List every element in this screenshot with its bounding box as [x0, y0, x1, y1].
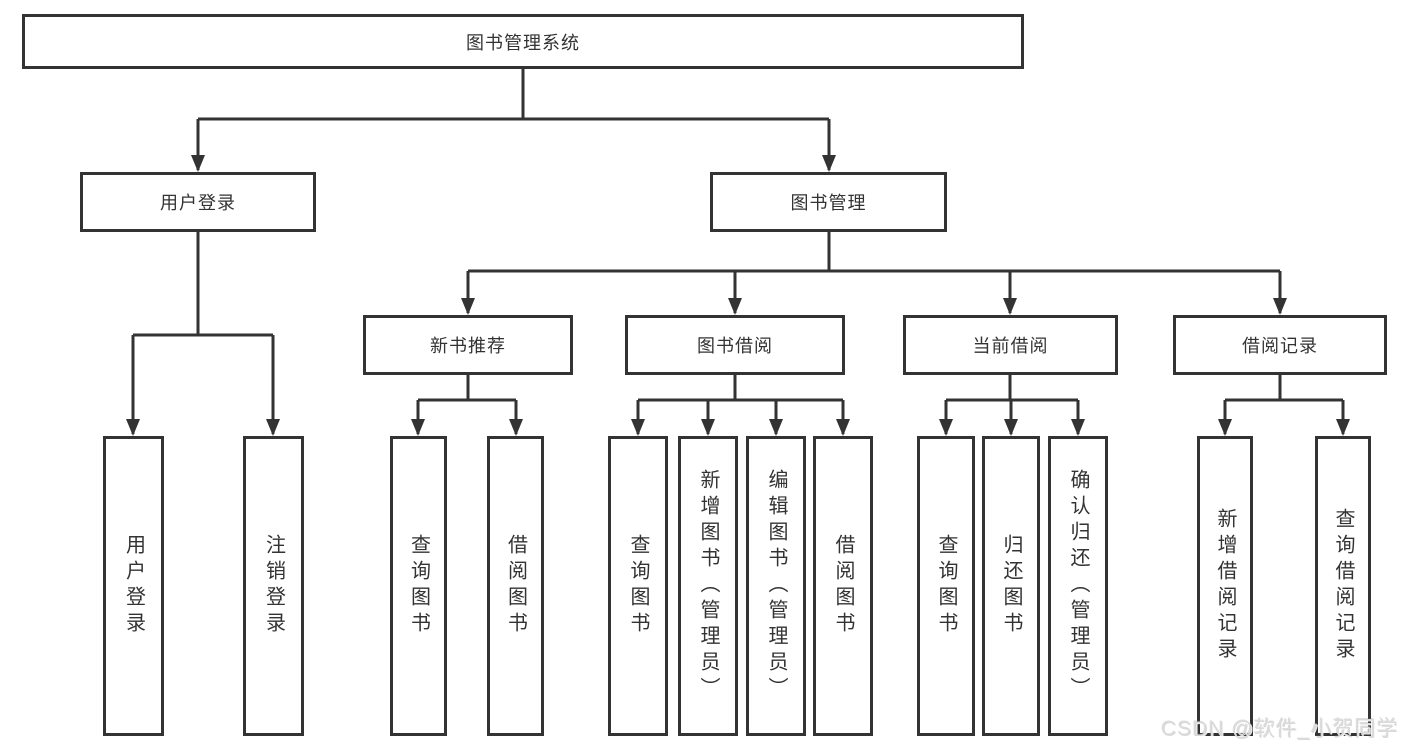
node-user-login-label: 用户登录 [160, 193, 236, 213]
node-user-login: 用户登录 [80, 172, 316, 232]
leaf-borrow-books-1: 借阅图书 [487, 436, 544, 736]
leaf-logout-label: 注销登录 [262, 534, 285, 638]
root-node-label: 图书管理系统 [466, 32, 580, 53]
leaf-query-borrow-record-label: 查询借阅记录 [1332, 508, 1354, 664]
leaf-query-borrow-record: 查询借阅记录 [1315, 436, 1371, 736]
leaf-add-borrow-record-label: 新增借阅记录 [1214, 508, 1236, 664]
node-book-borrowing-label: 图书借阅 [697, 336, 773, 356]
leaf-query-books-2-label: 查询图书 [627, 534, 649, 638]
leaf-borrow-books-2: 借阅图书 [813, 436, 873, 736]
leaf-query-books-1: 查询图书 [390, 436, 447, 736]
leaf-borrow-books-1-label: 借阅图书 [504, 534, 527, 638]
node-new-book-recommend-label: 新书推荐 [430, 336, 506, 356]
leaf-logout: 注销登录 [243, 436, 304, 736]
node-borrowing-records: 借阅记录 [1173, 315, 1387, 375]
leaf-user-login-label: 用户登录 [122, 534, 145, 638]
leaf-add-borrow-record: 新增借阅记录 [1197, 436, 1253, 736]
leaf-confirm-return-admin-label: 确认归还（管理员） [1067, 469, 1089, 703]
node-current-borrowing-label: 当前借阅 [972, 336, 1049, 356]
leaf-edit-books-admin: 编辑图书（管理员） [746, 436, 806, 736]
node-new-book-recommend: 新书推荐 [363, 315, 573, 375]
node-current-borrowing: 当前借阅 [903, 315, 1118, 375]
node-book-management: 图书管理 [710, 172, 947, 232]
node-book-borrowing: 图书借阅 [625, 315, 845, 375]
leaf-add-books-admin-label: 新增图书（管理员） [697, 469, 719, 703]
leaf-add-books-admin: 新增图书（管理员） [678, 436, 738, 736]
arrowheads [126, 155, 1350, 436]
root-node-book-management-system: 图书管理系统 [22, 14, 1024, 69]
node-borrowing-records-label: 借阅记录 [1242, 336, 1318, 356]
leaf-query-books-2: 查询图书 [608, 436, 668, 736]
leaf-user-login: 用户登录 [103, 436, 164, 736]
leaf-return-books-label: 归还图书 [1000, 534, 1022, 638]
leaf-borrow-books-2-label: 借阅图书 [832, 534, 854, 638]
csdn-watermark: CSDN @软件_小贺同学 [1161, 718, 1399, 741]
leaf-query-books-3: 查询图书 [917, 436, 975, 736]
leaf-return-books: 归还图书 [982, 436, 1040, 736]
leaf-confirm-return-admin: 确认归还（管理员） [1048, 436, 1108, 736]
leaf-query-books-3-label: 查询图书 [935, 534, 957, 638]
leaf-edit-books-admin-label: 编辑图书（管理员） [765, 469, 787, 703]
leaf-query-books-1-label: 查询图书 [407, 534, 430, 638]
node-book-management-label: 图书管理 [790, 193, 867, 213]
